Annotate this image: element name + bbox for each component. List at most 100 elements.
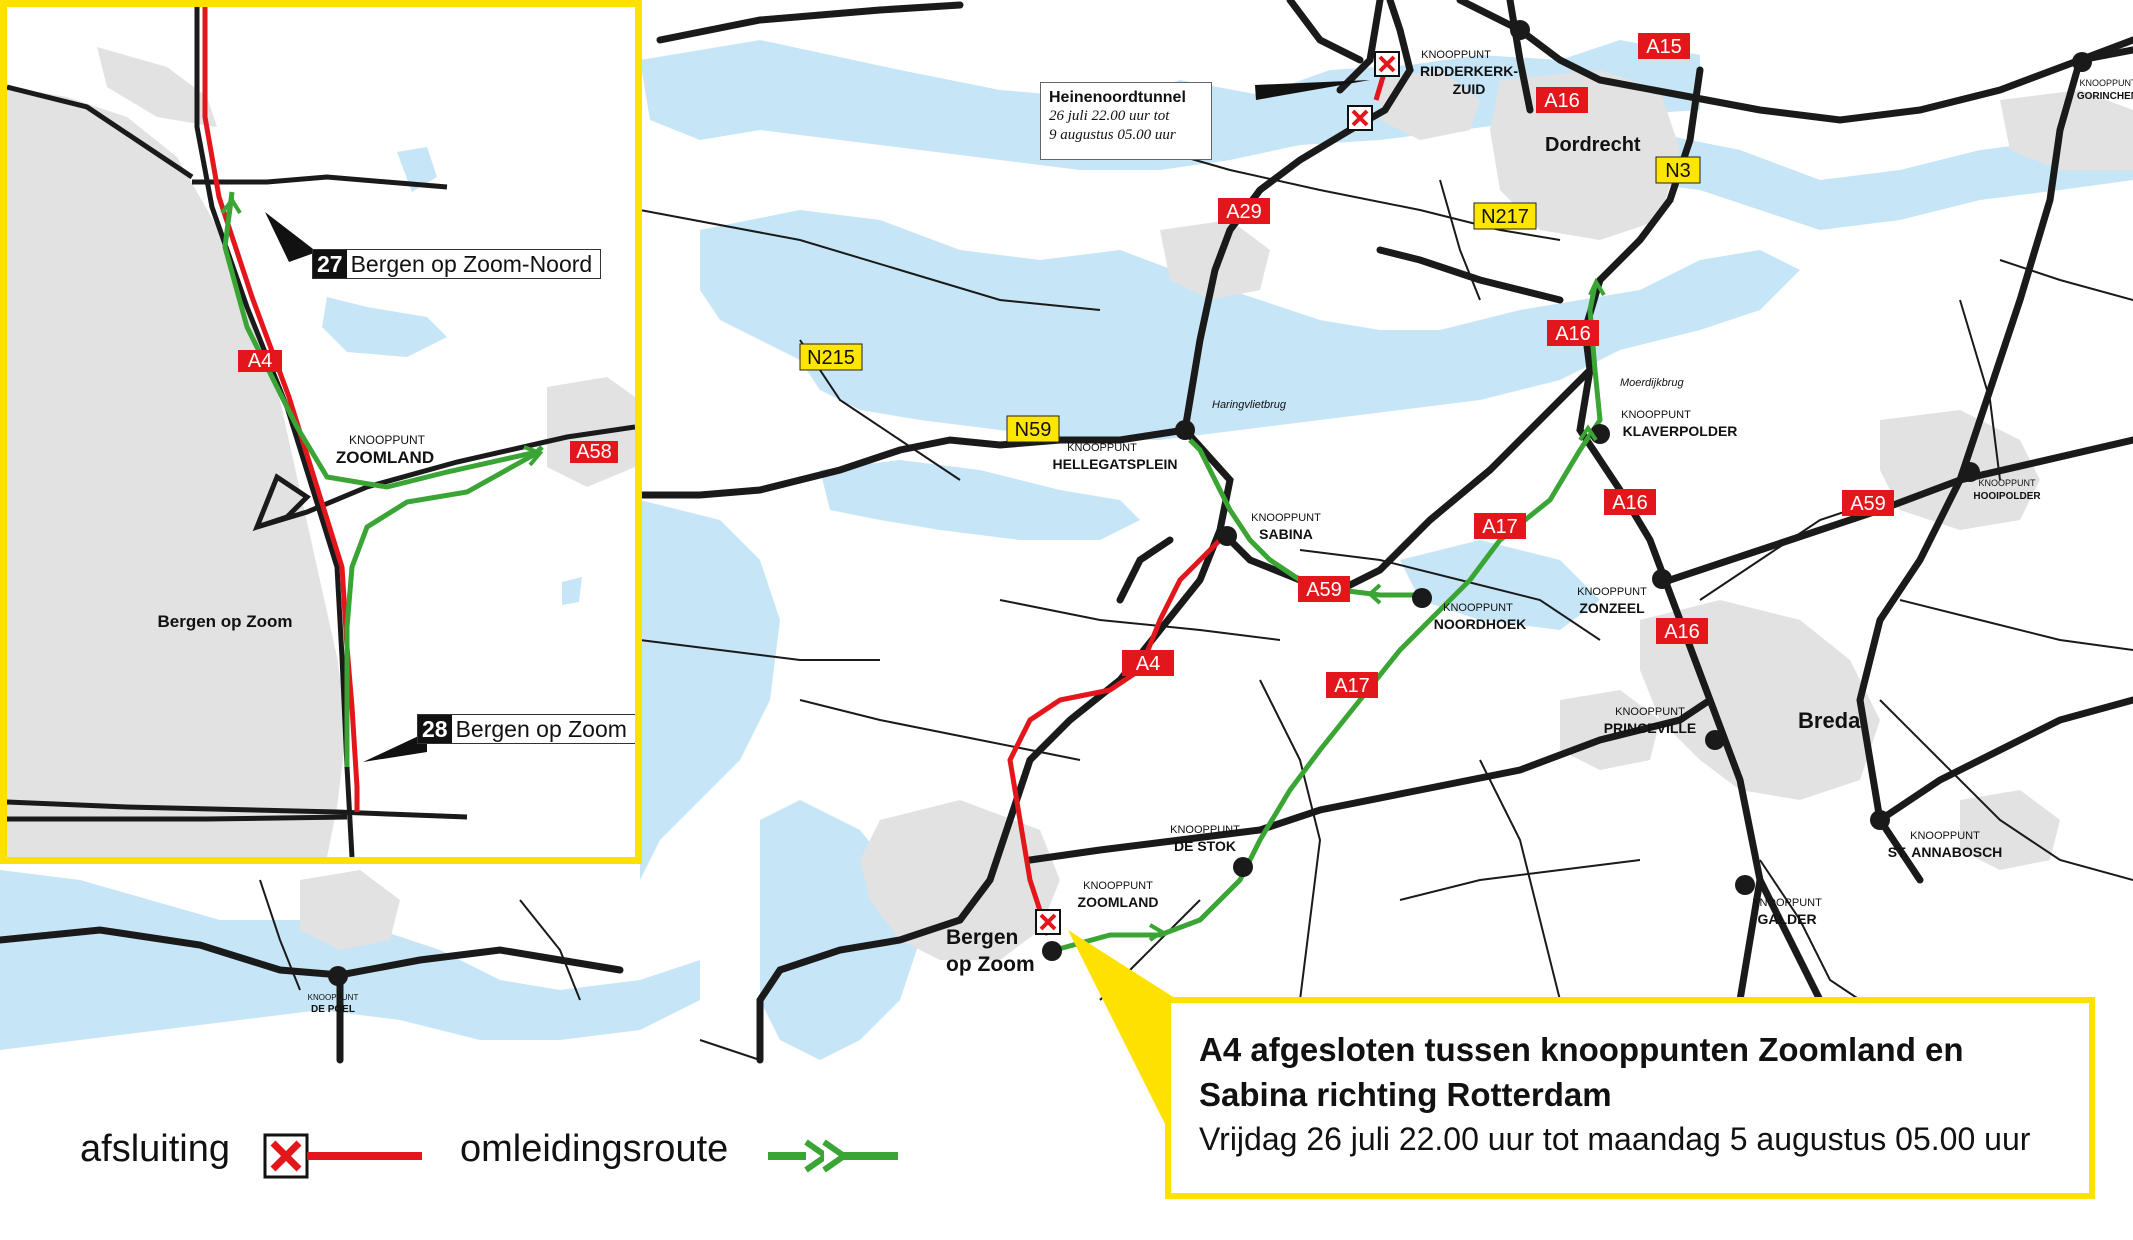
svg-text:HELLEGATSPLEIN: HELLEGATSPLEIN [1053, 456, 1178, 472]
svg-text:GORINCHEM: GORINCHEM [2077, 91, 2133, 102]
exit-27-number: 27 [313, 250, 347, 278]
detour-route [1054, 284, 1603, 953]
exit-28-label: 28 Bergen op Zoom [417, 714, 635, 744]
svg-text:HOOIPOLDER: HOOIPOLDER [1973, 491, 2041, 502]
svg-text:A29: A29 [1226, 201, 1262, 223]
info-callout-pointer [1068, 930, 1178, 1150]
shield-a16-zonzeel: A16 [1604, 489, 1656, 515]
svg-text:PRINCEVILLE: PRINCEVILLE [1604, 720, 1697, 736]
inset-urban-area [7, 87, 347, 857]
svg-text:A17: A17 [1334, 675, 1370, 697]
svg-text:N59: N59 [1015, 419, 1052, 441]
water-bodies [0, 40, 2133, 1060]
svg-text:A16: A16 [1612, 492, 1648, 514]
exit27-pointer [265, 212, 317, 262]
city-bergen-line1: Bergen [946, 926, 1018, 949]
exit-27-name: Bergen op Zoom-Noord [350, 250, 593, 277]
closure-x-icon [263, 1133, 422, 1179]
svg-text:KLAVERPOLDER: KLAVERPOLDER [1623, 423, 1738, 439]
knooppunt-labels: KNOOPPUNT RIDDERKERK- ZUID KNOOPPUNT GOR… [308, 49, 2133, 1015]
svg-text:A15: A15 [1646, 36, 1682, 58]
svg-text:N215: N215 [807, 347, 855, 369]
tunnel-period-line1: 26 juli 22.00 uur tot [1049, 108, 1170, 124]
inset-knooppunt-name: ZOOMLAND [336, 448, 434, 467]
shield-n59: N59 [1006, 415, 1060, 443]
svg-text:ZOOMLAND: ZOOMLAND [1078, 894, 1159, 910]
svg-text:A59: A59 [1850, 493, 1886, 515]
zoomland-inset-map: A4 A58 KNOOPPUNT ZOOMLAND Bergen op Zoom… [0, 0, 642, 864]
inset-shield-a4: A4 [238, 350, 282, 372]
city-breda: Breda [1798, 708, 1861, 733]
closure-x-icon [1035, 51, 1400, 935]
tunnel-period-line2: 9 augustus 05.00 uur [1049, 127, 1176, 143]
inset-detour-route [222, 191, 544, 490]
svg-text:A16: A16 [1664, 621, 1700, 643]
svg-text:A4: A4 [248, 350, 272, 372]
closure-info-box: A4 afgesloten tussen knooppunten Zoomlan… [1165, 997, 2095, 1199]
svg-text:N3: N3 [1665, 160, 1691, 182]
legend-detour-label: omleidingsroute [460, 1128, 729, 1170]
svg-text:DE STOK: DE STOK [1174, 838, 1236, 854]
svg-text:KNOOPPUNT: KNOOPPUNT [1752, 897, 1822, 909]
svg-text:N217: N217 [1481, 206, 1529, 228]
inset-city-label: Bergen op Zoom [157, 612, 292, 631]
exit-28-number: 28 [418, 715, 452, 743]
svg-text:GALDER: GALDER [1757, 911, 1816, 927]
map-legend: afsluiting omleidingsroute [0, 1060, 1150, 1240]
shield-a15: A15 [1638, 33, 1690, 59]
inset-water [322, 297, 447, 357]
svg-text:KNOOPPUNT: KNOOPPUNT [1621, 409, 1691, 421]
svg-text:KNOOPPUNT: KNOOPPUNT [1615, 706, 1685, 718]
shield-n217: N217 [1473, 202, 1537, 230]
shield-a16-dordrecht: A16 [1536, 87, 1588, 113]
svg-text:KNOOPPUNT: KNOOPPUNT [1577, 586, 1647, 598]
svg-text:ZUID: ZUID [1453, 81, 1486, 97]
svg-text:KNOOPPUNT: KNOOPPUNT [1067, 442, 1137, 454]
exit-27-label: 27 Bergen op Zoom-Noord [312, 249, 602, 279]
urban-areas [300, 70, 2133, 960]
svg-text:A16: A16 [1544, 90, 1580, 112]
svg-text:KNOOPPUNT: KNOOPPUNT [1251, 512, 1321, 524]
shield-a59-west: A59 [1298, 576, 1350, 602]
double-chevron-arrow-icon [768, 1139, 898, 1173]
svg-text:A4: A4 [1136, 653, 1160, 675]
shield-a29: A29 [1218, 198, 1270, 224]
info-title-line2: Sabina richting Rotterdam [1199, 1076, 1612, 1113]
svg-text:A59: A59 [1306, 579, 1342, 601]
shield-a16-moerdijk: A16 [1547, 320, 1599, 346]
info-title-line1: A4 afgesloten tussen knooppunten Zoomlan… [1199, 1031, 1964, 1068]
info-subtitle: Vrijdag 26 juli 22.00 uur tot maandag 5 … [1199, 1121, 2031, 1157]
svg-text:RIDDERKERK-: RIDDERKERK- [1420, 63, 1518, 79]
shield-a59-east: A59 [1842, 490, 1894, 516]
svg-text:NOORDHOEK: NOORDHOEK [1434, 616, 1527, 632]
inset-shield-a58: A58 [570, 441, 618, 463]
svg-text:A58: A58 [576, 441, 612, 463]
city-dordrecht: Dordrecht [1545, 134, 1641, 156]
svg-text:KNOOPPUNT: KNOOPPUNT [1421, 49, 1491, 61]
bridge-moerdijkbrug: Moerdijkbrug [1620, 377, 1684, 389]
shield-a4-main: A4 [1122, 650, 1174, 676]
junction-markers [328, 20, 2092, 986]
svg-text:KNOOPPUNT: KNOOPPUNT [2079, 78, 2133, 88]
svg-text:KNOOPPUNT: KNOOPPUNT [308, 993, 359, 1002]
inset-knooppunt-label: KNOOPPUNT [349, 433, 426, 447]
tunnel-name: Heinenoordtunnel [1049, 89, 1186, 106]
svg-text:KNOOPPUNT: KNOOPPUNT [1978, 478, 2036, 488]
shield-a17-north: A17 [1474, 513, 1526, 539]
svg-text:ST. ANNABOSCH: ST. ANNABOSCH [1888, 844, 2003, 860]
inset-closure-route [202, 7, 360, 812]
svg-text:KNOOPPUNT: KNOOPPUNT [1443, 602, 1513, 614]
exit-28-name: Bergen op Zoom [455, 715, 627, 742]
legend-closure-label: afsluiting [80, 1128, 230, 1170]
svg-text:A17: A17 [1482, 516, 1518, 538]
svg-text:DE POEL: DE POEL [311, 1004, 355, 1015]
shield-a17-south: A17 [1326, 672, 1378, 698]
exit28-pointer [363, 732, 427, 762]
svg-text:ZONZEEL: ZONZEEL [1579, 600, 1645, 616]
svg-text:SABINA: SABINA [1259, 526, 1313, 542]
detour-arrow-icon [220, 196, 544, 467]
bridge-haringvlietbrug: Haringvlietbrug [1212, 399, 1287, 411]
detour-arrow-icon [1148, 277, 1606, 942]
svg-text:KNOOPPUNT: KNOOPPUNT [1910, 830, 1980, 842]
shield-a16-south: A16 [1656, 618, 1708, 644]
